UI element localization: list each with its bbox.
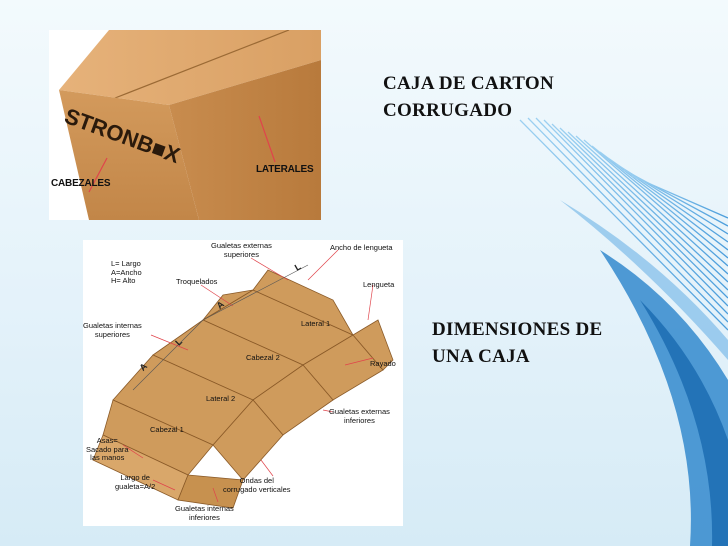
label-gualetas-externas-inferiores: Gualetas externas inferiores <box>329 407 390 425</box>
label-line: Ondas del <box>239 476 274 485</box>
label-ancho-lengueta: Ancho de lengueta <box>330 243 393 252</box>
label-line: corrugado verticales <box>223 484 291 494</box>
label-line: Sacado para <box>86 444 129 454</box>
subtitle-line-1: DIMENSIONES DE <box>432 319 603 340</box>
label-line: las manos <box>90 453 125 462</box>
label-line: Gualetas externas <box>329 407 390 416</box>
box-illustration: STRONB■X <box>59 30 321 220</box>
label-line: Largo de <box>120 473 150 482</box>
label-asas: Asas= Sacado para las manos <box>86 436 129 463</box>
box-blank-drawing <box>92 249 394 509</box>
label-line: gualeta=A/2 <box>115 481 156 491</box>
title-line-1: CAJA DE CARTON <box>383 73 555 94</box>
legend-largo: L= Largo <box>111 259 141 268</box>
slide-subtitle: DIMENSIONES DE UNA CAJA <box>432 316 672 370</box>
label-gualetas-internas-superiores: Gualetas internas superiores <box>83 321 142 339</box>
legend-alto: H= Alto <box>111 276 136 285</box>
label-line: inferiores <box>344 415 375 425</box>
label-line: Asas= <box>96 436 118 445</box>
label-laterales: LATERALES <box>256 164 314 175</box>
label-ondas-corrugado: Ondas del corrugado verticales <box>223 476 291 494</box>
box-dimensions-diagram: L= Largo A=Ancho H= Alto Gualetas extern… <box>83 240 403 526</box>
label-troquelados: Troquelados <box>176 277 218 286</box>
subtitle-line-2: UNA CAJA <box>432 346 530 367</box>
label-line: Gualetas internas <box>83 321 142 330</box>
legend: L= Largo A=Ancho H= Alto <box>111 259 142 286</box>
label-rayado: Rayado <box>370 359 396 368</box>
label-cabezal-1: Cabezal 1 <box>150 425 184 434</box>
label-line: superiores <box>94 329 130 339</box>
label-lengueta: Lengueta <box>363 280 395 289</box>
label-gualetas-externas-superiores: Gualetas externas superiores <box>211 241 272 259</box>
label-line: inferiores <box>188 512 220 522</box>
label-cabezal-2: Cabezal 2 <box>246 353 280 362</box>
label-lateral-1: Lateral 1 <box>301 319 331 328</box>
title-line-2: CORRUGADO <box>383 100 513 121</box>
label-line: superiores <box>223 249 259 259</box>
label-largo-gualeta: Largo de gualeta=A/2 <box>115 473 156 491</box>
slide-title: CAJA DE CARTON CORRUGADO <box>383 70 633 124</box>
legend-ancho: A=Ancho <box>111 267 142 277</box>
label-lateral-2: Lateral 2 <box>206 394 236 403</box>
label-cabezales: CABEZALES <box>51 178 111 189</box>
label-gualetas-internas-inferiores: Gualetas internas inferiores <box>175 504 234 522</box>
label-line: Gualetas externas <box>211 241 272 250</box>
box-photo: STRONB■X CABEZALES LATERALES <box>49 30 321 220</box>
label-line: Gualetas internas <box>175 504 234 513</box>
